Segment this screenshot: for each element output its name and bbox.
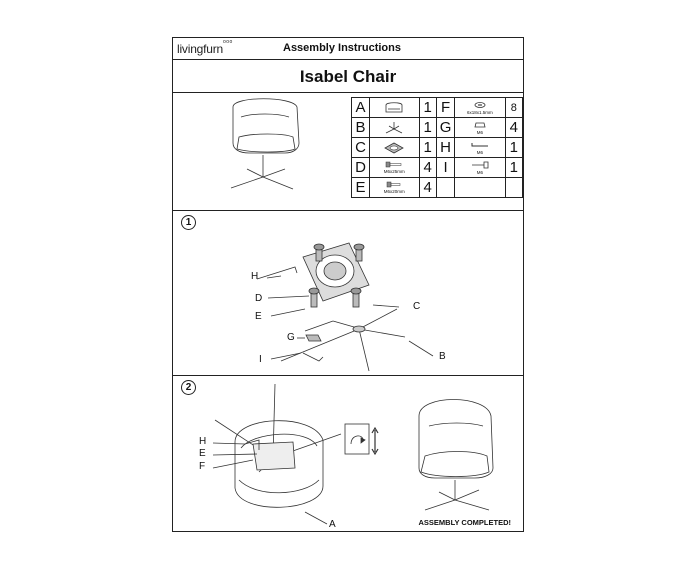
part-letter: C xyxy=(350,137,371,158)
label-h: H xyxy=(199,436,207,447)
chair-finished xyxy=(418,399,494,511)
document-title: Assembly Instructions xyxy=(283,42,401,54)
bolt-e xyxy=(308,287,320,308)
label-e: E xyxy=(199,448,206,459)
part-qty: 4 xyxy=(418,177,437,198)
empty-cell xyxy=(435,177,456,198)
parts-row: B 1 G M6 4 xyxy=(350,117,524,138)
bolt-e xyxy=(350,287,362,308)
chair-leg xyxy=(230,176,264,189)
part-letter: D xyxy=(350,157,371,178)
label-g: G xyxy=(287,332,295,343)
part-e-bolt-icon: M6x20mm xyxy=(369,177,420,198)
allen-key xyxy=(244,439,260,450)
part-caption: M6 xyxy=(476,129,483,135)
part-i-wrench-icon: M6 xyxy=(454,157,506,178)
step-number: 2 xyxy=(181,380,196,395)
allen-key-h xyxy=(256,266,298,280)
label-h: H xyxy=(251,271,259,282)
part-h-allen-key-icon: M6 xyxy=(454,137,506,158)
brand-mark: ooo xyxy=(223,39,233,45)
base-legs xyxy=(214,383,342,473)
part-letter: F xyxy=(435,97,456,118)
part-b-base-icon xyxy=(369,117,420,138)
parts-row: D M6x25mm 4 I M6 1 xyxy=(350,157,524,178)
part-g-nut-icon: M6 xyxy=(454,117,506,138)
chair-seam xyxy=(240,113,290,118)
label-c: C xyxy=(413,301,421,312)
header-row: livingfurn ooo Assembly Instructions xyxy=(173,38,523,60)
bolt-d xyxy=(313,243,325,262)
empty-cell xyxy=(504,177,524,198)
step-number: 1 xyxy=(181,215,196,230)
part-qty: 1 xyxy=(504,157,524,178)
nut-g xyxy=(305,334,322,342)
part-letter: B xyxy=(350,117,371,138)
part-qty: 1 xyxy=(418,97,437,118)
part-qty: 1 xyxy=(418,117,437,138)
part-letter: E xyxy=(350,177,371,198)
part-f-washer-icon: 6x18x1.5mm xyxy=(454,97,506,118)
part-caption: M6 xyxy=(476,149,483,155)
empty-cell xyxy=(454,177,506,198)
chair-backrest xyxy=(232,98,300,154)
part-letter: A xyxy=(350,97,371,118)
part-d-bolt-icon: M6x25mm xyxy=(369,157,420,178)
part-qty: 4 xyxy=(418,157,437,178)
step-1-illustration xyxy=(256,242,434,372)
parts-section: A 1 F 6x18x1.5mm 8 B 1 G xyxy=(173,93,524,211)
mount-plate-center xyxy=(323,261,347,281)
brand-logo: livingfurn xyxy=(177,42,224,56)
chair-leg xyxy=(262,168,286,178)
parts-table: A 1 F 6x18x1.5mm 8 B 1 G xyxy=(350,97,524,198)
parts-row: C 1 H M6 1 xyxy=(350,137,524,158)
product-title-row: Isabel Chair xyxy=(173,60,523,93)
part-caption: M6 xyxy=(476,169,483,175)
parts-row: E M6x20mm 4 xyxy=(350,177,524,198)
step-2-illustration xyxy=(212,383,494,525)
chair-seat xyxy=(236,133,296,153)
base-b xyxy=(280,308,406,372)
part-letter: H xyxy=(435,137,456,158)
part-c-mount-plate-icon xyxy=(369,137,420,158)
chair-leg xyxy=(262,176,294,190)
part-qty: 8 xyxy=(504,97,524,118)
label-a: A xyxy=(329,519,336,530)
product-title: Isabel Chair xyxy=(299,67,397,86)
assembly-completed-text: ASSEMBLY COMPLETED! xyxy=(418,518,511,527)
chair-leg xyxy=(246,168,264,178)
wrench-i xyxy=(302,352,324,362)
instruction-sheet: livingfurn ooo Assembly Instructions Isa… xyxy=(172,37,524,532)
step-1-section: 1 xyxy=(173,211,523,376)
part-qty: 1 xyxy=(504,137,524,158)
part-a-seat-icon xyxy=(369,97,420,118)
label-b: B xyxy=(439,351,446,362)
step-2-section: 2 xyxy=(173,376,523,533)
parts-row: A 1 F 6x18x1.5mm 8 xyxy=(350,97,524,118)
part-letter: I xyxy=(435,157,456,178)
part-caption: M6x25mm xyxy=(383,169,405,174)
part-qty: 4 xyxy=(504,117,524,138)
label-f: F xyxy=(199,461,206,472)
part-qty: 1 xyxy=(418,137,437,158)
part-letter: G xyxy=(435,117,456,138)
label-i: I xyxy=(259,354,262,365)
rotate-instruction-icon xyxy=(344,423,379,456)
chair-overview-illustration xyxy=(230,98,300,190)
label-e: E xyxy=(255,311,262,322)
bolt-d xyxy=(353,243,365,262)
label-d: D xyxy=(255,293,263,304)
part-caption: M6x20mm xyxy=(383,189,405,194)
part-caption: 6x18x1.5mm xyxy=(466,109,493,115)
